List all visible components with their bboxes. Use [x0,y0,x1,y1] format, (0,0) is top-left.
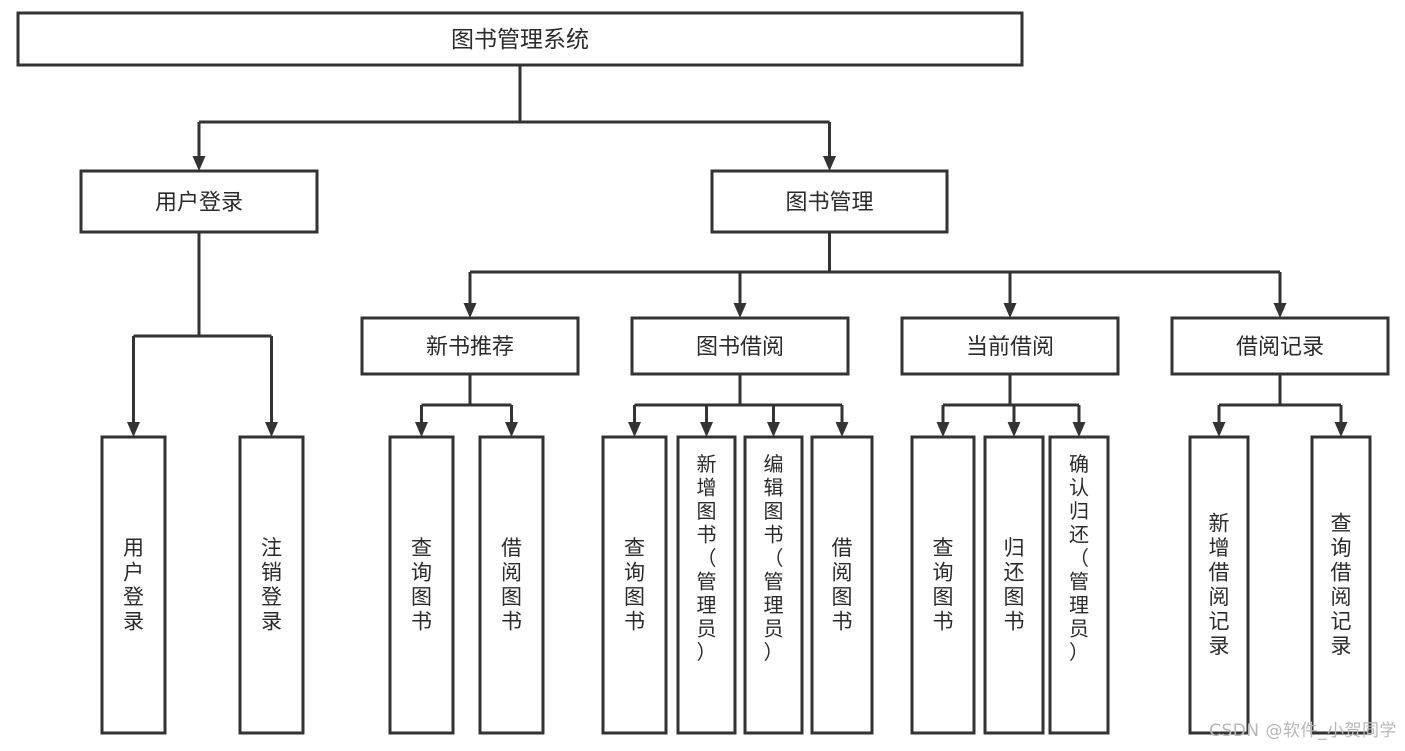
arrow-head-icon [1007,422,1021,437]
node-l-query-book-2[interactable]: 查询图书 [601,435,668,735]
node-label: 查询图书 [411,536,432,634]
arrow-head-icon [700,422,713,437]
arrow-head-icon [1212,422,1226,437]
node-label: 借阅图书 [501,536,522,634]
arrow-head-icon [1334,422,1348,437]
node-l-query-record[interactable]: 查询借阅记录 [1310,435,1372,735]
node-box[interactable] [983,435,1045,735]
node-box[interactable] [630,316,850,376]
node-label: 当前借阅 [966,335,1054,360]
connector-layer [127,65,1348,437]
arrow-head-icon [463,303,477,318]
node-l-add-record[interactable]: 新增借阅记录 [1188,435,1250,735]
node-label: 新增图书（管理员） [697,452,717,664]
node-box[interactable] [1310,435,1372,735]
node-n-current-borrow[interactable]: 当前借阅 [900,316,1120,376]
node-label: 查询图书 [624,536,645,634]
node-l-edit-book[interactable]: 编辑图书（管理员） [743,435,804,735]
node-box[interactable] [1188,435,1250,735]
node-label: 图书管理系统 [451,27,589,53]
arrow-head-icon [936,422,950,437]
node-root[interactable]: 图书管理系统 [16,11,1024,67]
edge-group-n-borrow-record [1212,374,1348,437]
arrow-head-icon [1273,303,1287,318]
arrow-head-icon [192,156,206,171]
node-box[interactable] [100,435,167,735]
node-l-user-login[interactable]: 用户登录 [100,435,167,735]
edge-group-n-current-borrow [936,374,1086,437]
node-box[interactable] [388,435,455,735]
arrow-head-icon [628,422,641,437]
node-box[interactable] [601,435,668,735]
edge-group-n-book-manage [463,232,1287,318]
node-l-logout[interactable]: 注销登录 [238,435,305,735]
edge-group-n-new-book-rec [415,374,518,437]
node-box[interactable] [360,316,580,376]
edge-group-n-user-login [127,232,278,437]
node-l-borrow-book-2[interactable]: 借阅图书 [810,435,874,735]
node-label: 编辑图书（管理员） [764,452,784,664]
node-l-query-book-3[interactable]: 查询图书 [910,435,976,735]
node-label: 新书推荐 [426,335,514,360]
arrow-head-icon [733,303,747,318]
node-l-confirm-return[interactable]: 确认归还（管理员） [1048,435,1110,735]
arrow-head-icon [1003,303,1017,318]
node-layer: 图书管理系统用户登录图书管理新书推荐图书借阅当前借阅借阅记录用户登录注销登录查询… [16,11,1390,735]
node-label: 查询图书 [933,536,954,634]
node-label: 注销登录 [261,536,282,634]
node-n-new-book-rec[interactable]: 新书推荐 [360,316,580,376]
arrow-head-icon [767,422,780,437]
node-label: 用户登录 [123,536,144,634]
node-n-book-manage[interactable]: 图书管理 [710,169,949,234]
node-label: 新增借阅记录 [1209,512,1230,659]
node-box[interactable] [743,435,804,735]
node-label: 借阅图书 [832,536,853,634]
node-box[interactable] [810,435,874,735]
arrow-head-icon [823,156,836,171]
node-label: 查询借阅记录 [1331,512,1352,659]
node-l-borrow-book-1[interactable]: 借阅图书 [478,435,545,735]
node-n-book-borrow[interactable]: 图书借阅 [630,316,850,376]
node-box[interactable] [16,11,1024,67]
arrow-head-icon [835,422,849,437]
node-label: 归还图书 [1004,536,1025,634]
node-box[interactable] [1048,435,1110,735]
node-n-user-login[interactable]: 用户登录 [79,169,319,234]
node-label: 图书管理 [785,191,873,216]
node-box[interactable] [238,435,305,735]
node-box[interactable] [79,169,319,234]
node-label: 用户登录 [155,191,243,216]
node-l-query-book-1[interactable]: 查询图书 [388,435,455,735]
node-box[interactable] [1170,316,1390,376]
node-n-borrow-record[interactable]: 借阅记录 [1170,316,1390,376]
node-l-return-book[interactable]: 归还图书 [983,435,1045,735]
node-label: 借阅记录 [1236,335,1324,360]
node-box[interactable] [900,316,1120,376]
node-box[interactable] [676,435,737,735]
arrow-head-icon [505,422,518,437]
node-box[interactable] [910,435,976,735]
edge-group-root [192,65,836,171]
node-box[interactable] [710,169,949,234]
arrow-head-icon [1072,422,1086,437]
edge-group-n-book-borrow [628,374,849,437]
node-l-add-book[interactable]: 新增图书（管理员） [676,435,737,735]
node-label: 确认归还（管理员） [1069,452,1089,664]
node-label: 图书借阅 [696,335,784,360]
node-box[interactable] [478,435,545,735]
arrow-head-icon [127,422,140,437]
arrow-head-icon [265,422,278,437]
arrow-head-icon [415,422,428,437]
